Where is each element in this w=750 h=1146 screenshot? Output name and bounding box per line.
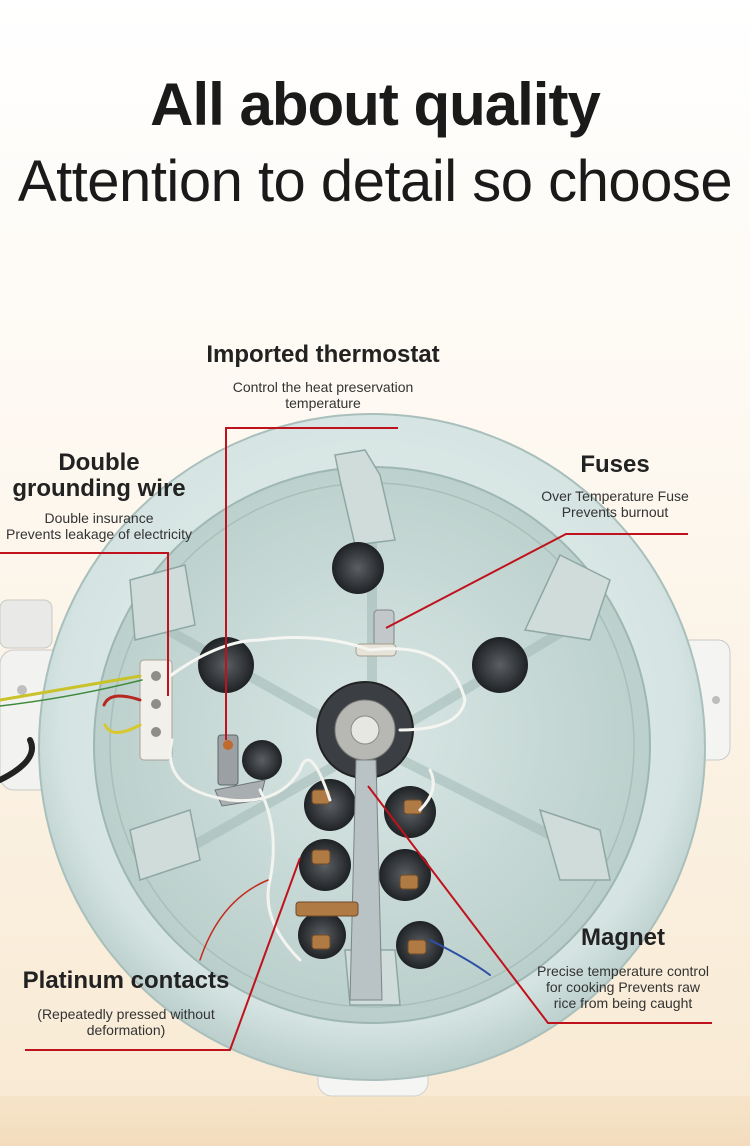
magnet-assembly bbox=[316, 681, 414, 1001]
callout-thermostat-title: Imported thermostat bbox=[206, 341, 440, 368]
callout-grounding-desc-2: Prevents leakage of electricity bbox=[6, 526, 192, 542]
callout-magnet-desc-1: Precise temperature control bbox=[537, 963, 709, 979]
mounting-brackets bbox=[129, 449, 611, 1006]
headline-title: All about quality bbox=[150, 71, 601, 138]
callout-platinum-desc-1: (Repeatedly pressed without bbox=[37, 1006, 215, 1022]
callout-platinum-desc-2: deformation) bbox=[86, 1022, 166, 1038]
headline-subtitle: Attention to detail so choose bbox=[17, 149, 733, 214]
callout-magnet-title: Magnet bbox=[581, 924, 665, 951]
terminal-block bbox=[139, 659, 173, 761]
callout-magnet-desc-3: rice from being caught bbox=[553, 995, 693, 1011]
callout-grounding: Double grounding wire Double insurance P… bbox=[0, 449, 198, 543]
callout-platinum: Platinum contacts (Repeatedly pressed wi… bbox=[14, 967, 238, 1039]
callout-grounding-desc-1: Double insurance bbox=[44, 510, 154, 526]
callout-thermostat-desc-1: Control the heat preservation bbox=[232, 379, 414, 395]
callout-thermostat-desc-2: temperature bbox=[285, 395, 361, 411]
leader-magnet bbox=[367, 785, 712, 1024]
leader-lines bbox=[0, 427, 712, 1051]
callout-fuses: Fuses Over Temperature Fuse Prevents bur… bbox=[520, 451, 710, 521]
leader-grounding bbox=[0, 552, 169, 696]
copper-contacts bbox=[295, 789, 427, 955]
callout-thermostat: Imported thermostat Control the heat pre… bbox=[170, 341, 476, 412]
callout-grounding-title-1: Double bbox=[58, 449, 140, 476]
wiring bbox=[0, 636, 491, 976]
callout-fuses-desc-2: Prevents burnout bbox=[561, 504, 669, 520]
leader-platinum bbox=[25, 857, 301, 1051]
leader-fuses bbox=[385, 533, 688, 629]
callout-magnet-desc-2: for cooking Prevents raw bbox=[545, 979, 701, 995]
callout-fuses-desc-1: Over Temperature Fuse bbox=[541, 488, 689, 504]
callout-platinum-title: Platinum contacts bbox=[22, 967, 230, 994]
callout-magnet: Magnet Precise temperature control for c… bbox=[528, 924, 718, 1012]
bottom-strip bbox=[0, 1096, 750, 1146]
leader-thermostat bbox=[225, 427, 398, 740]
callout-grounding-title-2: grounding wire bbox=[12, 475, 186, 502]
callout-fuses-title: Fuses bbox=[580, 451, 650, 478]
